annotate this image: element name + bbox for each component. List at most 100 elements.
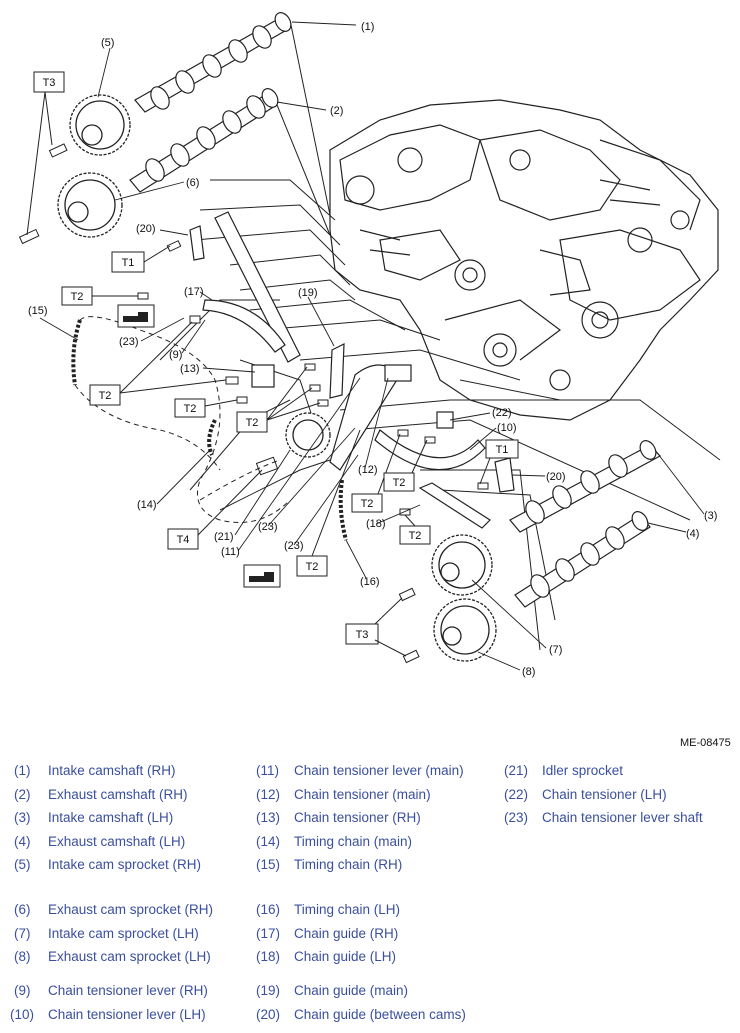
legend-item: (16)Timing chain (LH) <box>256 902 401 917</box>
reference-code: ME-08475 <box>680 737 731 749</box>
svg-text:T3: T3 <box>43 77 56 89</box>
parts-legend: (1)Intake camshaft (RH) (2)Exhaust camsh… <box>0 760 740 1030</box>
svg-text:T1: T1 <box>496 444 509 456</box>
legend-item: (13)Chain tensioner (RH) <box>256 810 421 825</box>
callout-labels: (1) (2) (3) (4) (5) (6) (7) (8) (9) (10)… <box>28 21 717 678</box>
legend-item: (17)Chain guide (RH) <box>256 926 399 941</box>
callout-22: (22) <box>492 407 512 419</box>
chain-guide-rh <box>214 211 301 363</box>
chain-tensioner-main <box>384 364 412 382</box>
callout-20: (20) <box>136 223 156 235</box>
legend-item: (9)Chain tensioner lever (RH) <box>14 983 208 998</box>
callout-20: (20) <box>546 471 566 483</box>
bolts <box>18 143 489 664</box>
torque-box-t3-lower: T3 <box>345 597 407 657</box>
callout-12: (12) <box>358 464 378 476</box>
callout-8: (8) <box>522 666 535 678</box>
chain-tensioner-lever-lh <box>374 429 486 471</box>
chain-tensioner-rh <box>251 364 275 388</box>
torque-box-t2-e: T2 <box>351 433 401 513</box>
torque-box-t4: T4 <box>167 469 263 550</box>
torque-box-t3-upper: T3 <box>26 71 65 236</box>
legend-item: (2)Exhaust camshaft (RH) <box>14 787 188 802</box>
callout-9: (9) <box>169 349 182 361</box>
legend-item: (10)Chain tensioner lever (LH) <box>10 1007 206 1022</box>
chain-guide-between-cams <box>189 225 515 493</box>
callout-13: (13) <box>180 363 200 375</box>
exhaust-cam-sprocket-lh <box>433 598 497 662</box>
callout-3: (3) <box>704 510 717 522</box>
callout-14: (14) <box>137 499 157 511</box>
callout-6: (6) <box>186 177 199 189</box>
torque-box-t2-g: T2 <box>399 514 431 545</box>
svg-text:T2: T2 <box>409 530 422 542</box>
callout-15: (15) <box>28 305 48 317</box>
torque-box-t2-c: T2 <box>174 398 238 418</box>
exhaust-cam-sprocket-rh <box>57 172 123 238</box>
chain-tensioner-lever-rh <box>202 299 286 353</box>
legend-item: (20)Chain guide (between cams) <box>256 1007 466 1022</box>
timing-chain-lh <box>338 479 348 541</box>
oil-icon <box>117 304 155 328</box>
legend-item: (19)Chain guide (main) <box>256 983 409 998</box>
callout-17: (17) <box>184 286 204 298</box>
legend-item: (22)Chain tensioner (LH) <box>504 787 667 802</box>
callout-4: (4) <box>686 528 699 540</box>
legend-item: (15)Timing chain (RH) <box>256 857 403 872</box>
legend-item: (14)Timing chain (main) <box>256 834 413 849</box>
callout-1: (1) <box>361 21 374 33</box>
callout-23: (23) <box>119 336 139 348</box>
exhaust-camshaft-rh <box>129 88 279 193</box>
legend-item: (18)Chain guide (LH) <box>256 949 397 964</box>
legend-item: (5)Intake cam sprocket (RH) <box>14 857 202 872</box>
chain-guide-main <box>329 343 345 399</box>
engine-block <box>329 99 719 421</box>
callout-11: (11) <box>221 546 240 558</box>
chain-tensioner-lh <box>436 411 454 429</box>
svg-text:T2: T2 <box>71 291 84 303</box>
callout-19: (19) <box>298 287 318 299</box>
intake-cam-sprocket-rh <box>69 94 131 156</box>
svg-text:T3: T3 <box>356 629 369 641</box>
legend-item: (1)Intake camshaft (RH) <box>14 763 176 778</box>
svg-text:T2: T2 <box>99 390 112 402</box>
legend-item: (8)Exhaust cam sprocket (LH) <box>14 949 211 964</box>
torque-box-t2-f: T2 <box>383 439 428 492</box>
svg-text:T2: T2 <box>361 498 374 510</box>
intake-cam-sprocket-lh <box>431 534 493 596</box>
legend-item: (6)Exhaust cam sprocket (RH) <box>14 902 214 917</box>
torque-box-t2-a: T2 <box>61 286 138 306</box>
oil-icon <box>243 564 281 588</box>
legend-item: (4)Exhaust camshaft (LH) <box>14 834 186 849</box>
callout-7: (7) <box>549 644 562 656</box>
torque-box-t2-b: T2 <box>89 321 227 406</box>
torque-box-t1-lower: T1 <box>479 439 519 485</box>
legend-item: (7)Intake cam sprocket (LH) <box>14 926 199 941</box>
svg-text:T2: T2 <box>184 403 197 415</box>
legend-item: (21)Idler sprocket <box>504 763 624 778</box>
legend-item: (23)Chain tensioner lever shaft <box>504 810 703 825</box>
callout-leaders <box>39 21 705 671</box>
svg-text:T1: T1 <box>122 257 135 269</box>
legend-item: (11)Chain tensioner lever (main) <box>256 763 464 778</box>
legend-item: (3)Intake camshaft (LH) <box>14 810 174 825</box>
callout-2: (2) <box>330 105 343 117</box>
exploded-diagram: T3 T1 T2 T2 T2 T2 T4 T2 <box>18 12 721 678</box>
svg-text:T4: T4 <box>177 534 190 546</box>
exhaust-camshaft-lh <box>514 511 651 608</box>
callout-10: (10) <box>497 422 517 434</box>
chain-routing-dashed <box>74 316 291 523</box>
callout-16: (16) <box>360 576 380 588</box>
torque-box-t1-upper: T1 <box>111 245 171 273</box>
torque-box-t2-d: T2 <box>236 366 321 433</box>
idler-sprocket <box>285 412 331 458</box>
chain-guide-lh <box>418 482 491 529</box>
svg-text:T2: T2 <box>393 477 406 489</box>
callout-23: (23) <box>258 521 278 533</box>
torque-box-t2-h: T2 <box>296 429 361 577</box>
legend-item: (12)Chain tensioner (main) <box>256 787 431 802</box>
callout-5: (5) <box>101 37 114 49</box>
intake-camshaft-rh <box>134 12 292 113</box>
svg-text:T2: T2 <box>306 561 319 573</box>
timing-chain-rh <box>71 319 82 386</box>
